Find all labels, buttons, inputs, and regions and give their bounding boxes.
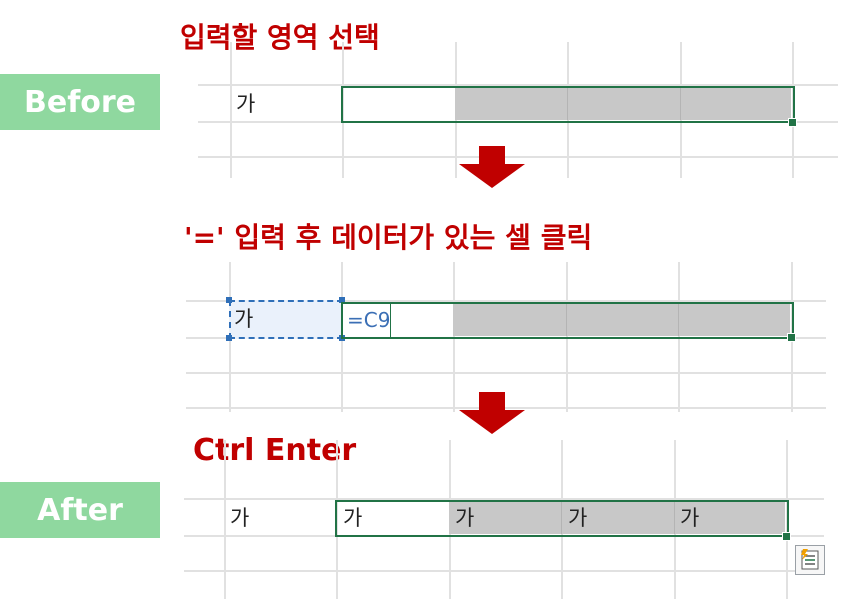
- grid-line: [342, 42, 344, 178]
- filled-cell[interactable]: 가: [568, 506, 588, 530]
- reference-handle: [339, 297, 345, 303]
- grid-line: [336, 440, 338, 599]
- formula-input[interactable]: =C9: [347, 308, 391, 332]
- grid-line: [184, 498, 824, 500]
- filled-cell[interactable]: 가: [343, 506, 363, 530]
- step3-heading: Ctrl Enter: [193, 433, 357, 468]
- referenced-cell-text: 가: [234, 307, 254, 331]
- cell-divider: [680, 88, 681, 120]
- cell-C9[interactable]: 가: [230, 506, 250, 530]
- flash-fill-options-icon[interactable]: [795, 545, 825, 575]
- flash-fill-glyph: [801, 549, 819, 570]
- selection-range[interactable]: [335, 500, 789, 537]
- cell-divider: [561, 502, 562, 534]
- grid-line: [186, 300, 826, 302]
- filled-cell[interactable]: 가: [455, 506, 475, 530]
- after-badge: After: [0, 482, 160, 538]
- filled-cell[interactable]: 가: [680, 506, 700, 530]
- active-cell-border: [390, 303, 391, 337]
- cell-divider: [567, 88, 568, 120]
- cell-divider: [566, 304, 567, 336]
- grid-line: [230, 42, 232, 178]
- grid-line: [184, 570, 824, 572]
- grid-line: [186, 372, 826, 374]
- cell-divider: [674, 502, 675, 534]
- down-arrow-icon: [459, 392, 525, 434]
- cell-C9[interactable]: 가: [236, 92, 256, 116]
- step2-heading: '=' 입력 후 데이터가 있는 셀 클릭: [184, 221, 593, 254]
- before-badge: Before: [0, 74, 160, 130]
- reference-handle: [226, 297, 232, 303]
- grid-line: [198, 156, 838, 158]
- selection-range[interactable]: [341, 86, 795, 123]
- step1-heading: 입력할 영역 선택: [180, 21, 380, 54]
- grid-line: [224, 440, 226, 599]
- selected-cells-highlight: [453, 304, 790, 336]
- fill-handle[interactable]: [788, 118, 797, 127]
- down-arrow-icon: [459, 146, 525, 188]
- cell-divider: [678, 304, 679, 336]
- grid-line: [186, 407, 826, 409]
- selection-range[interactable]: [341, 302, 794, 339]
- fill-handle[interactable]: [782, 532, 791, 541]
- fill-handle[interactable]: [787, 333, 796, 342]
- selected-cells-highlight: [455, 88, 791, 120]
- filled-cells-highlight: [449, 502, 785, 534]
- reference-handle: [226, 335, 232, 341]
- grid-line: [198, 84, 838, 86]
